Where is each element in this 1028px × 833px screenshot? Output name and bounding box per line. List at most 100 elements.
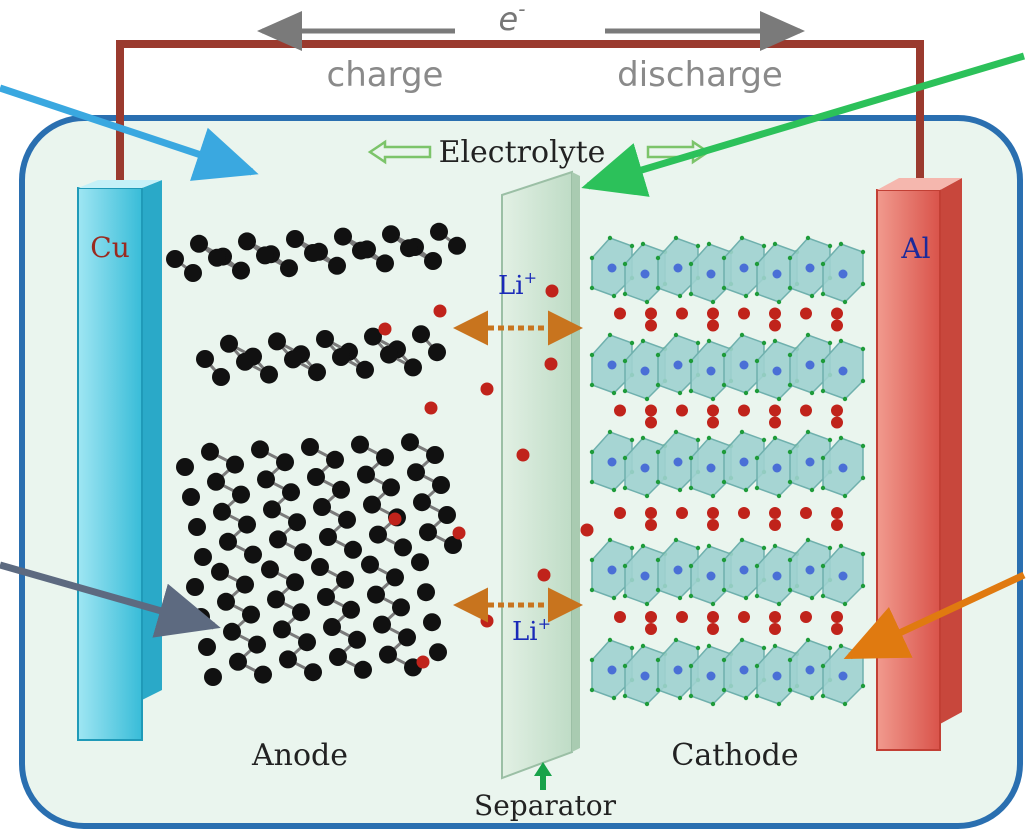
cathode-oxide-layers [589,235,866,707]
oxygen-atom [721,255,727,261]
transition-metal-atom [673,263,683,273]
al-label: Al [900,232,930,265]
carbon-atom [166,250,184,268]
carbon-atom [419,523,437,542]
carbon-atom [232,485,250,504]
oxygen-atom [611,390,617,396]
oxygen-atom [754,663,760,669]
intercalated-li-ion [676,404,688,417]
carbon-atom [226,455,244,474]
transition-metal-atom [640,463,650,473]
oxygen-atom [721,352,727,358]
oxygen-atom [640,543,646,549]
oxygen-atom [721,479,727,485]
oxygen-atom [805,637,811,643]
oxygen-atom [772,435,778,441]
li-ion [378,322,392,336]
oxygen-atom [721,382,727,388]
oxygen-atom [805,332,811,338]
oxygen-atom [589,557,595,563]
oxygen-atom [761,437,767,443]
carbon-atom [423,613,441,632]
left-hollow-arrow-icon [367,139,432,165]
electron-label: e- [499,0,526,38]
oxygen-atom [629,437,635,443]
carbon-atom [401,433,419,452]
carbon-atom [392,598,410,617]
oxygen-atom [721,285,727,291]
intercalated-li-ion [769,416,781,429]
transition-metal-atom [805,457,815,467]
transition-metal-atom [706,571,716,581]
electrolyte-label: Electrolyte [439,135,606,170]
carbon-atom [404,358,422,377]
oxygen-atom [607,429,613,435]
oxygen-atom [655,285,661,291]
oxygen-atom [673,429,679,435]
carbon-atom [367,585,385,604]
carbon-atom [429,643,447,662]
intercalated-li-ion [769,611,781,623]
charge-label: charge [327,55,444,95]
transition-metal-atom [805,565,815,575]
carbon-atom [279,650,297,669]
oxygen-atom [710,493,716,499]
oxygen-atom [677,595,683,601]
carbon-atom [213,502,231,521]
oxygen-atom [611,293,617,299]
oxygen-atom [860,683,866,689]
li-ion [452,526,466,540]
carbon-atom [376,448,394,467]
oxygen-atom [688,593,694,599]
carbon-atom [267,590,285,609]
intercalated-li-ion [707,307,719,320]
intercalated-li-ion [831,307,843,320]
oxygen-atom [820,358,826,364]
oxygen-atom [743,487,749,493]
transition-metal-atom [673,457,683,467]
intercalated-li-ion [645,319,657,332]
li-ion [480,614,494,628]
intercalated-li-ion [707,416,719,429]
carbon-atom [323,618,341,636]
oxygen-atom [622,291,628,297]
oxygen-atom [622,485,628,491]
intercalated-li-ion [645,307,657,320]
oxygen-atom [673,332,679,338]
oxygen-atom [655,352,661,358]
al-collector-side [940,178,962,724]
carbon-atom [292,603,310,622]
oxygen-atom [820,455,826,461]
intercalated-li-ion [769,623,781,635]
carbon-atom [317,588,335,606]
oxygen-atom [838,643,844,649]
intercalated-li-ion [707,319,719,332]
oxygen-atom [644,396,650,402]
oxygen-atom [706,643,712,649]
carbon-atom [282,483,300,502]
transition-metal-atom [607,665,617,675]
carbon-atom [298,633,316,652]
carbon-atom [329,648,347,666]
transition-metal-atom [805,360,815,370]
li-ion [544,357,558,371]
carbon-atom [354,660,372,679]
intercalated-li-ion [769,404,781,417]
carbon-atom [257,470,275,489]
oxygen-atom [622,563,628,569]
oxygen-atom [640,241,646,247]
oxygen-atom [622,663,628,669]
transition-metal-atom [673,565,683,575]
oxygen-atom [677,487,683,493]
carbon-atom [342,600,360,619]
cathode-oxide-slab [589,235,866,305]
oxygen-atom [677,390,683,396]
intercalated-li-ion [614,507,626,519]
oxygen-atom [655,557,661,563]
carbon-atom [273,620,291,639]
oxygen-atom [622,358,628,364]
li-ion [545,284,559,298]
cathode-oxide-slab [589,429,866,499]
carbon-atom [332,480,350,499]
intercalated-li-ion [831,623,843,635]
